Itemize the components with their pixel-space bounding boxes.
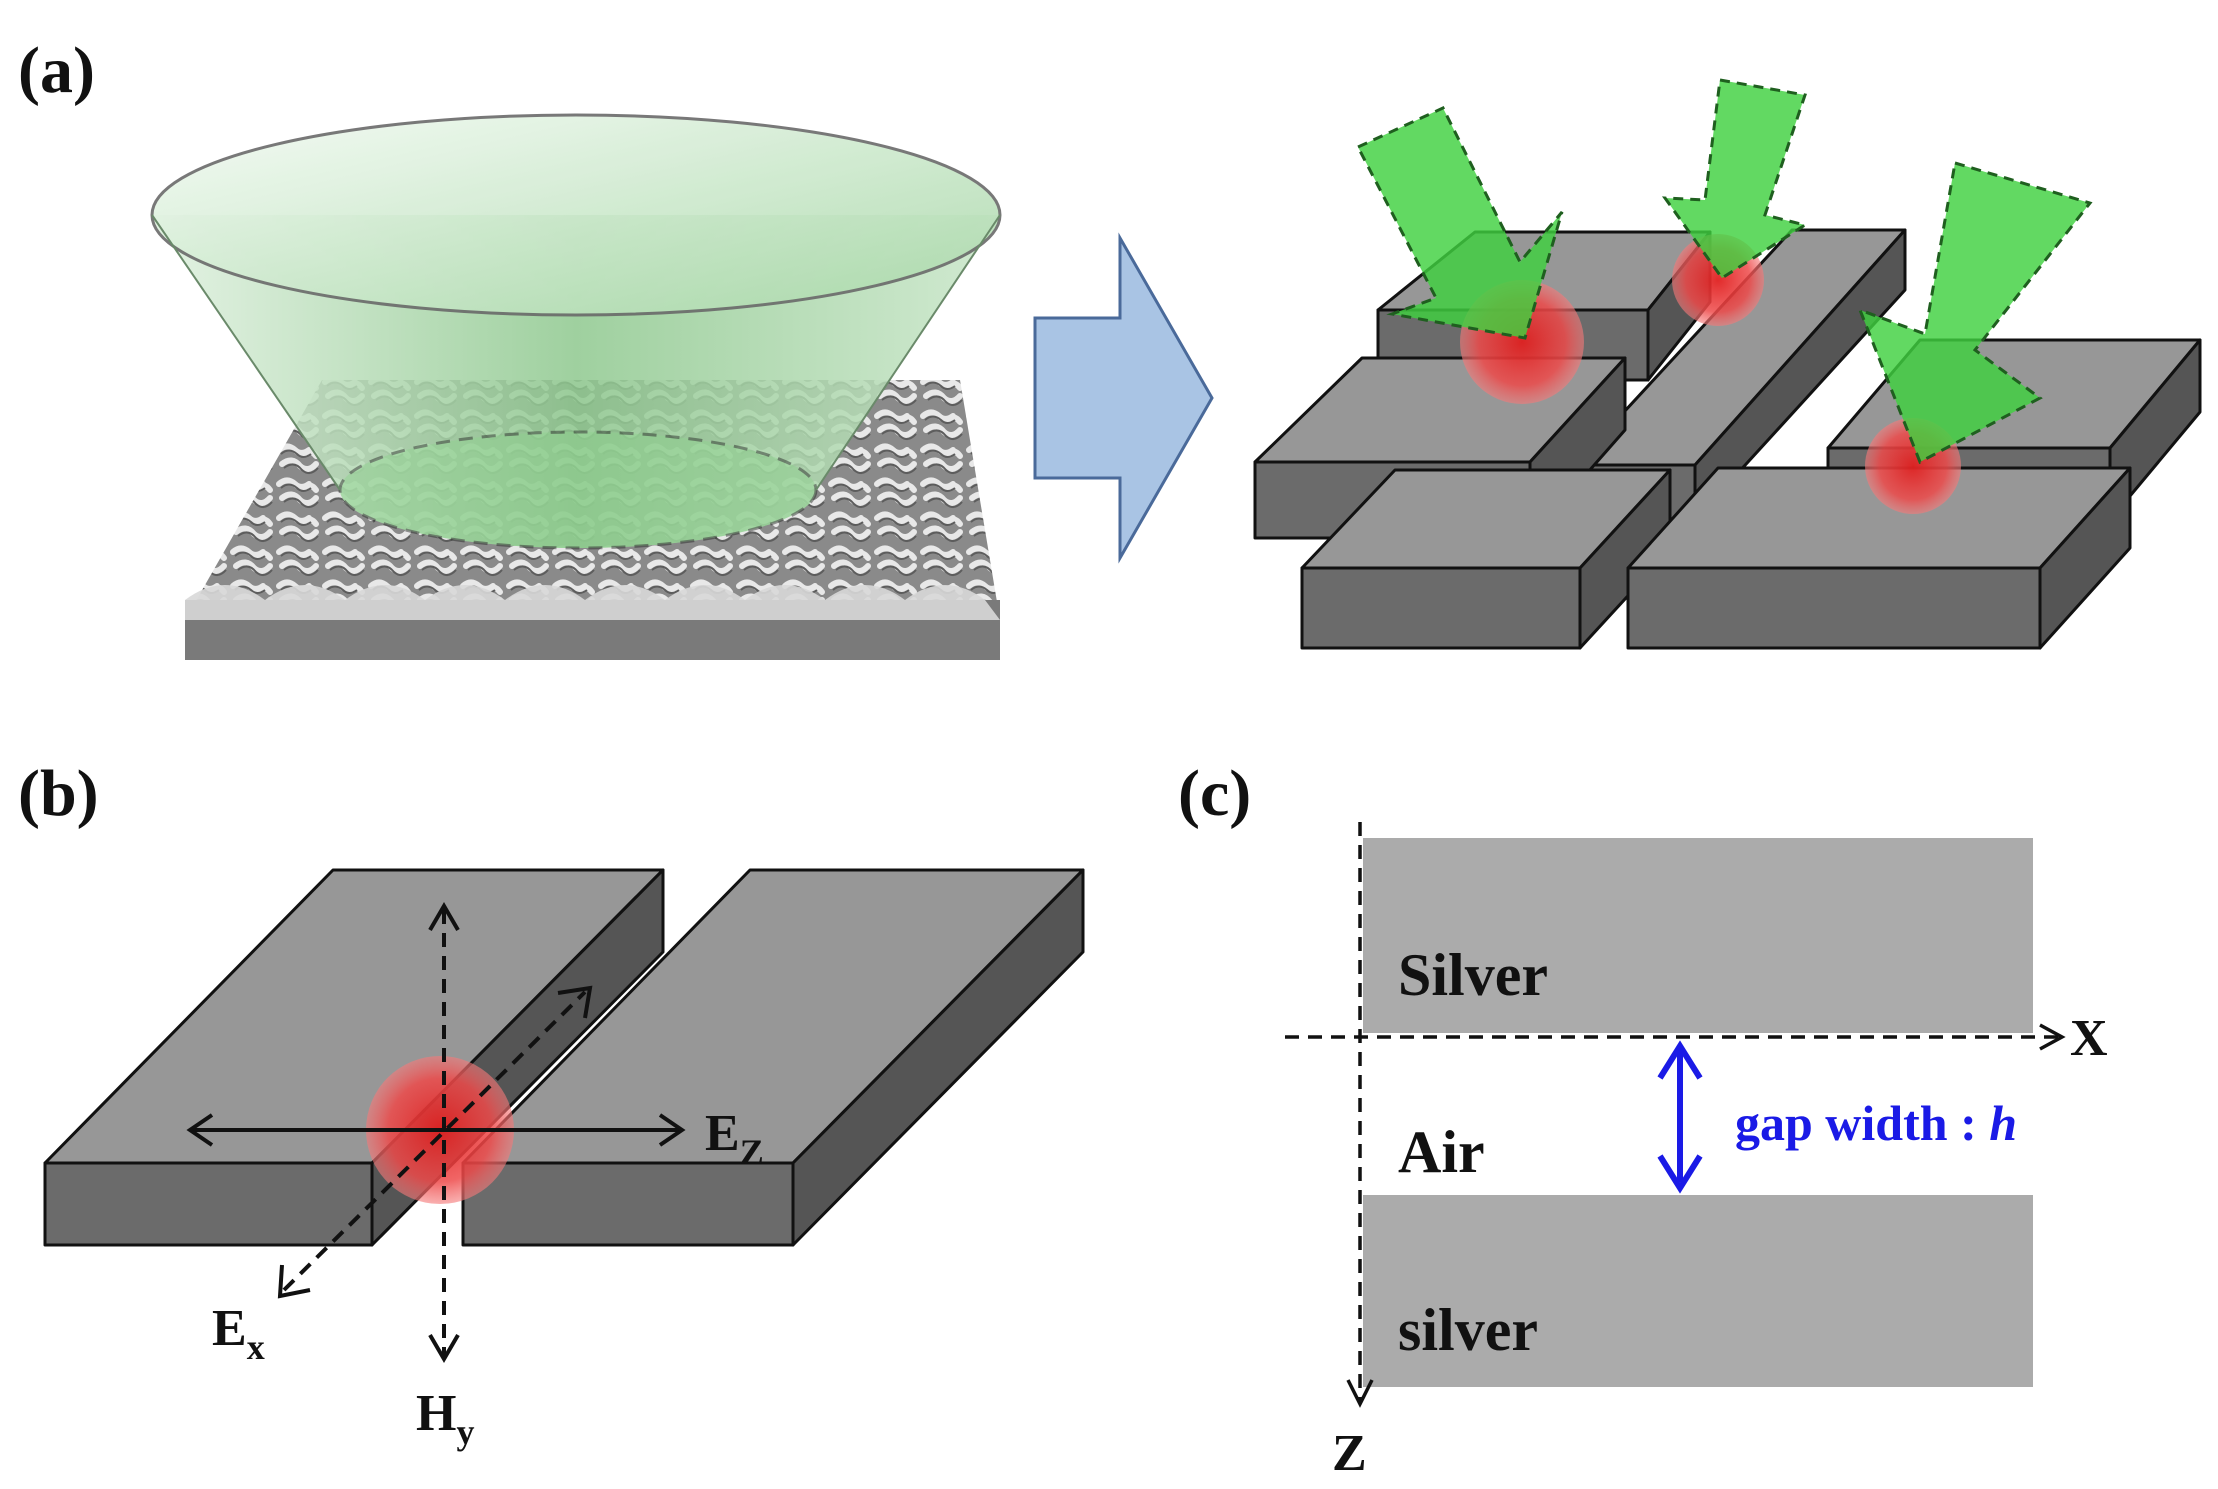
block-front-right [1626, 466, 2132, 650]
region-label-air: Air [1398, 1119, 1485, 1185]
light-arrow-3 [1857, 161, 2093, 465]
transition-arrow [1033, 232, 1214, 564]
axes-c [1285, 822, 2066, 1408]
field-arrows [186, 902, 686, 1363]
label-ez: EZ [705, 1105, 764, 1172]
block-front-left [1300, 468, 1672, 650]
region-label-bottom: silver [1398, 1297, 1538, 1363]
z-axis-label: Z [1332, 1425, 1367, 1482]
gap-width-label: gap width : h [1735, 1095, 2017, 1151]
label-ex: Ex [212, 1300, 265, 1367]
block-b-right [461, 868, 1085, 1247]
slot-waveguide-blocks [43, 868, 1085, 1247]
x-axis-label: X [2070, 1010, 2108, 1067]
light-arrow-1 [1355, 106, 1564, 340]
focus-cone [150, 113, 1002, 550]
ex-arrow [282, 990, 587, 1292]
light-arrow-2 [1661, 78, 1809, 281]
gap-width-arrow [1657, 1040, 1703, 1194]
panel-c-label: (c) [1178, 757, 1251, 830]
label-hy: Hy [416, 1385, 474, 1452]
panel-b-label: (b) [18, 757, 99, 830]
silver-region-bottom [1363, 1195, 2033, 1387]
panel-a-label: (a) [18, 34, 95, 107]
incident-light-arrows [1355, 78, 2093, 465]
silver-region-top [1363, 838, 2033, 1033]
region-label-top: Silver [1398, 942, 1548, 1008]
